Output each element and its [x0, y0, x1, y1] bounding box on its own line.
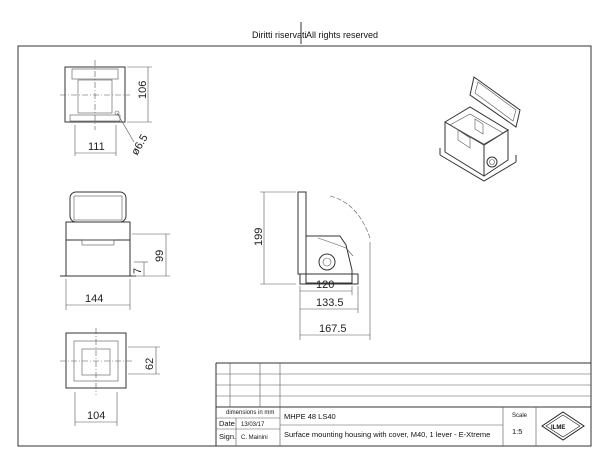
side-view: 199 120 133.5 167.5 [253, 191, 371, 340]
scale-value: 1:5 [512, 427, 522, 436]
dim-side-height: 199 [253, 228, 265, 246]
rights-it-text: Diritti riservati [252, 30, 307, 40]
isometric-view [439, 76, 521, 182]
bottom-view: 62 104 [60, 328, 160, 426]
sign-value: C. Mainini [241, 435, 268, 441]
dim-side-w1: 120 [316, 279, 334, 291]
date-value: 13/03/17 [241, 422, 265, 428]
front-view: 99 7 144 [60, 191, 170, 310]
dim-front-small: 7 [132, 268, 144, 274]
dim-bottom-width: 104 [87, 410, 105, 422]
date-label: Date [219, 419, 235, 428]
dim-top-height: 106 [137, 81, 149, 99]
dim-front-height: 99 [154, 250, 166, 262]
dim-side-w2: 133.5 [316, 297, 344, 309]
dim-front-width: 144 [85, 293, 103, 305]
part-code: MHPE 48 LS40 [284, 412, 336, 421]
units-label: dimensions in mm [226, 410, 274, 416]
ilme-logo: ILME [541, 411, 585, 441]
logo-text: ILME [551, 425, 565, 431]
dim-bottom-depth: 62 [144, 358, 156, 370]
part-description: Surface mounting housing with cover, M40… [284, 430, 490, 439]
scale-label: Scale [512, 413, 528, 419]
dim-top-width: 111 [88, 141, 105, 153]
rights-en-text: All rights reserved [306, 30, 378, 40]
dim-hole: ø6.5 [129, 132, 150, 157]
dim-side-w3: 167.5 [319, 323, 347, 335]
title-block: dimensions in mm Date 13/03/17 Sign. C. … [215, 362, 591, 446]
sign-label: Sign. [219, 432, 236, 441]
top-view: 106 111 ø6.5 [60, 60, 152, 158]
drawing-frame [17, 45, 592, 447]
